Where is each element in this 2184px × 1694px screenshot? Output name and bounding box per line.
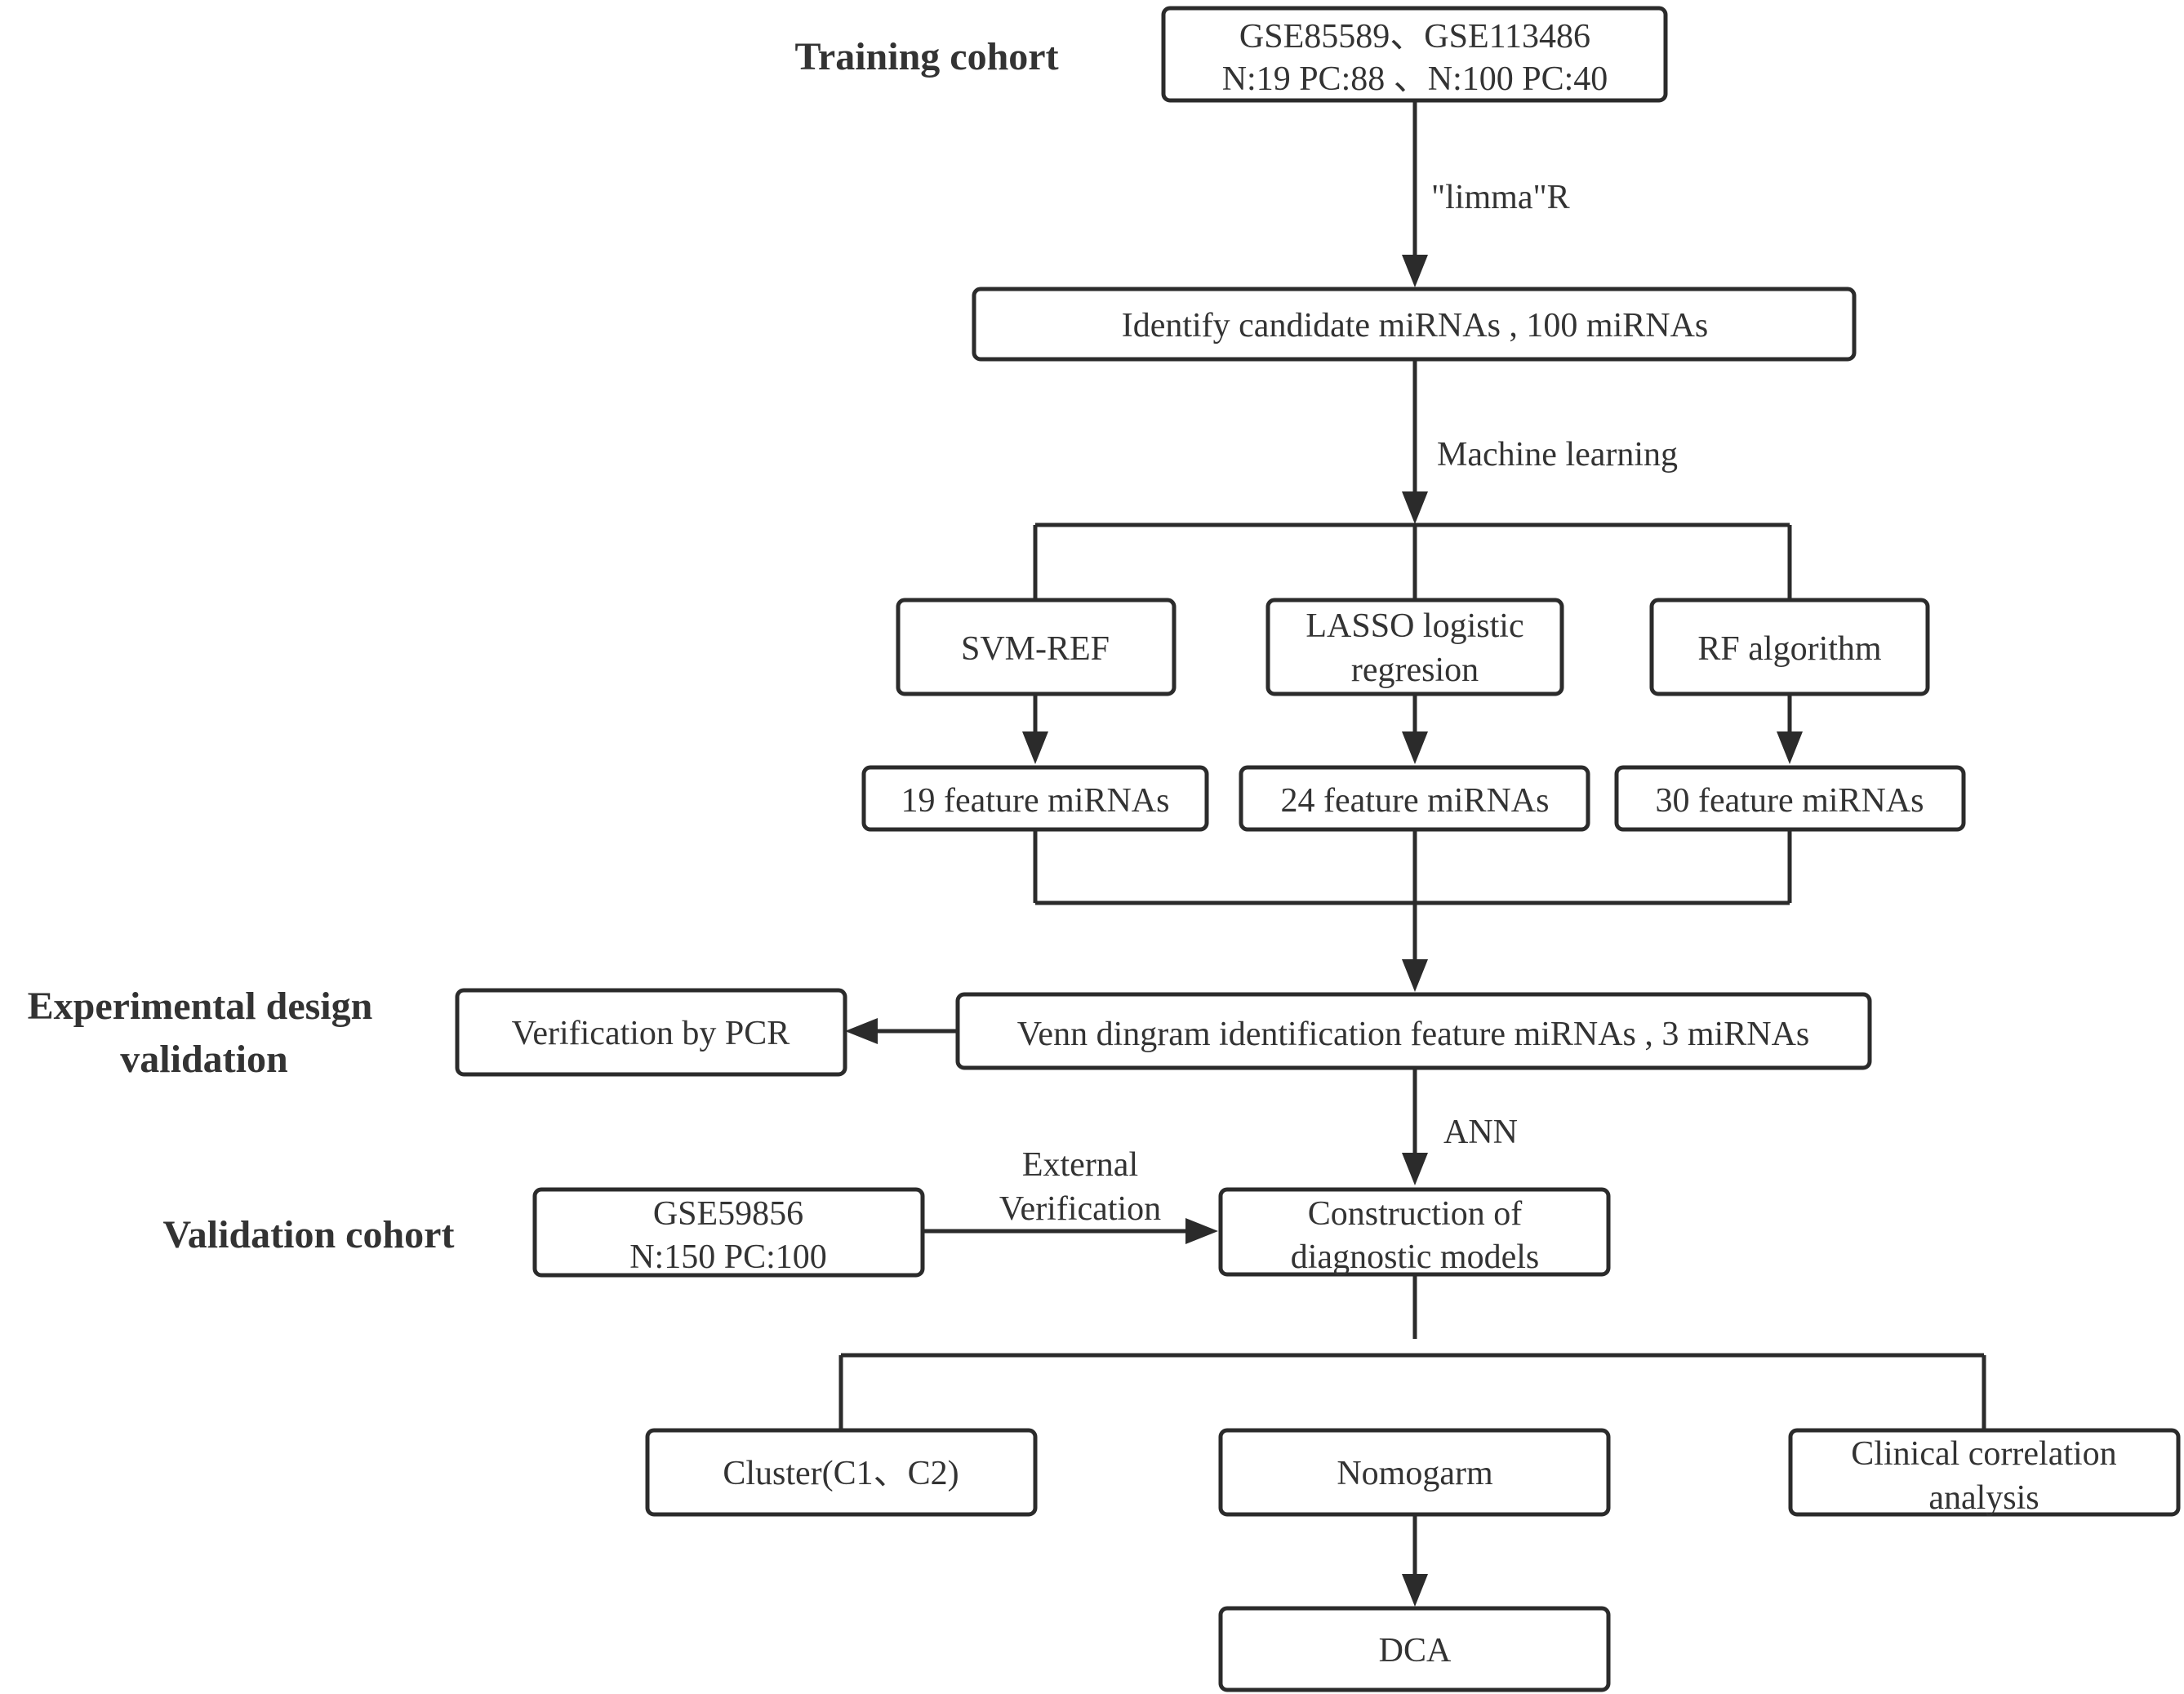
lasso-label-line2: regresion xyxy=(1351,651,1479,689)
models-label-line1: Construction of xyxy=(1308,1195,1522,1233)
node-clinical-correlation: Clinical correlation analysis xyxy=(1788,1428,2181,1517)
section-validation-cohort: Validation cohort xyxy=(163,1213,455,1256)
node-training-datasets: GSE85589、GSE113486 N:19 PC:88 、N:100 PC:… xyxy=(1161,6,1668,103)
feat24-label: 24 feature miRNAs xyxy=(1281,782,1550,820)
node-19-feature-mirnas: 19 feature miRNAs xyxy=(861,765,1209,832)
cluster-label: Cluster(C1、C2) xyxy=(723,1455,959,1492)
node-svm-ref: SVM-REF xyxy=(896,598,1177,696)
feat30-label: 30 feature miRNAs xyxy=(1656,782,1924,820)
node-venn-diagram: Venn dingram identification feature miRN… xyxy=(955,992,1872,1070)
node-rf-algorithm: RF algorithm xyxy=(1649,598,1930,696)
validation-dataset-line2: N:150 PC:100 xyxy=(629,1238,827,1276)
svm-ref-label: SVM-REF xyxy=(961,630,1110,668)
rf-algorithm-label: RF algorithm xyxy=(1697,630,1882,668)
node-24-feature-mirnas: 24 feature miRNAs xyxy=(1239,765,1590,832)
nomogram-label: Nomogarm xyxy=(1337,1455,1493,1492)
clinical-label-line2: analysis xyxy=(1928,1479,2039,1517)
feat19-label: 19 feature miRNAs xyxy=(901,782,1170,820)
edge-label-machine-learning: Machine learning xyxy=(1437,436,1678,474)
validation-dataset-line1: GSE59856 xyxy=(653,1195,803,1233)
pcr-label: Verification by PCR xyxy=(512,1015,790,1052)
venn-label: Venn dingram identification feature miRN… xyxy=(1017,1016,1810,1053)
node-nomogram: Nomogarm xyxy=(1218,1428,1611,1517)
node-pcr-verification: Verification by PCR xyxy=(455,988,847,1077)
node-lasso-regression: LASSO logistic regresion xyxy=(1265,598,1564,696)
edge-label-ann: ANN xyxy=(1443,1114,1518,1151)
connectors xyxy=(838,102,1986,1582)
arrowheads xyxy=(845,255,1803,1607)
candidate-mirnas-label: Identify candidate miRNAs , 100 miRNAs xyxy=(1122,307,1709,345)
node-candidate-mirnas: Identify candidate miRNAs , 100 miRNAs xyxy=(972,287,1857,362)
section-experimental-line2: validation xyxy=(120,1038,287,1081)
models-label-line2: diagnostic models xyxy=(1291,1238,1539,1276)
lasso-label-line1: LASSO logistic xyxy=(1306,607,1523,645)
node-cluster: Cluster(C1、C2) xyxy=(645,1428,1038,1517)
training-datasets-line1: GSE85589、GSE113486 xyxy=(1239,18,1590,56)
dca-label: DCA xyxy=(1379,1632,1452,1670)
node-30-feature-mirnas: 30 feature miRNAs xyxy=(1614,765,1966,832)
node-validation-dataset: GSE59856 N:150 PC:100 xyxy=(532,1187,925,1278)
node-diagnostic-models: Construction of diagnostic models xyxy=(1218,1187,1611,1277)
edge-label-external-line2: Verification xyxy=(999,1190,1161,1228)
section-training-cohort: Training cohort xyxy=(794,35,1058,78)
node-dca: DCA xyxy=(1218,1606,1611,1692)
section-experimental-line1: Experimental design xyxy=(28,985,373,1028)
edge-label-limma: "limma"R xyxy=(1431,179,1570,216)
edge-label-external-line1: External xyxy=(1022,1146,1138,1184)
clinical-label-line1: Clinical correlation xyxy=(1851,1435,2116,1473)
training-datasets-line2: N:19 PC:88 、N:100 PC:40 xyxy=(1222,60,1608,98)
